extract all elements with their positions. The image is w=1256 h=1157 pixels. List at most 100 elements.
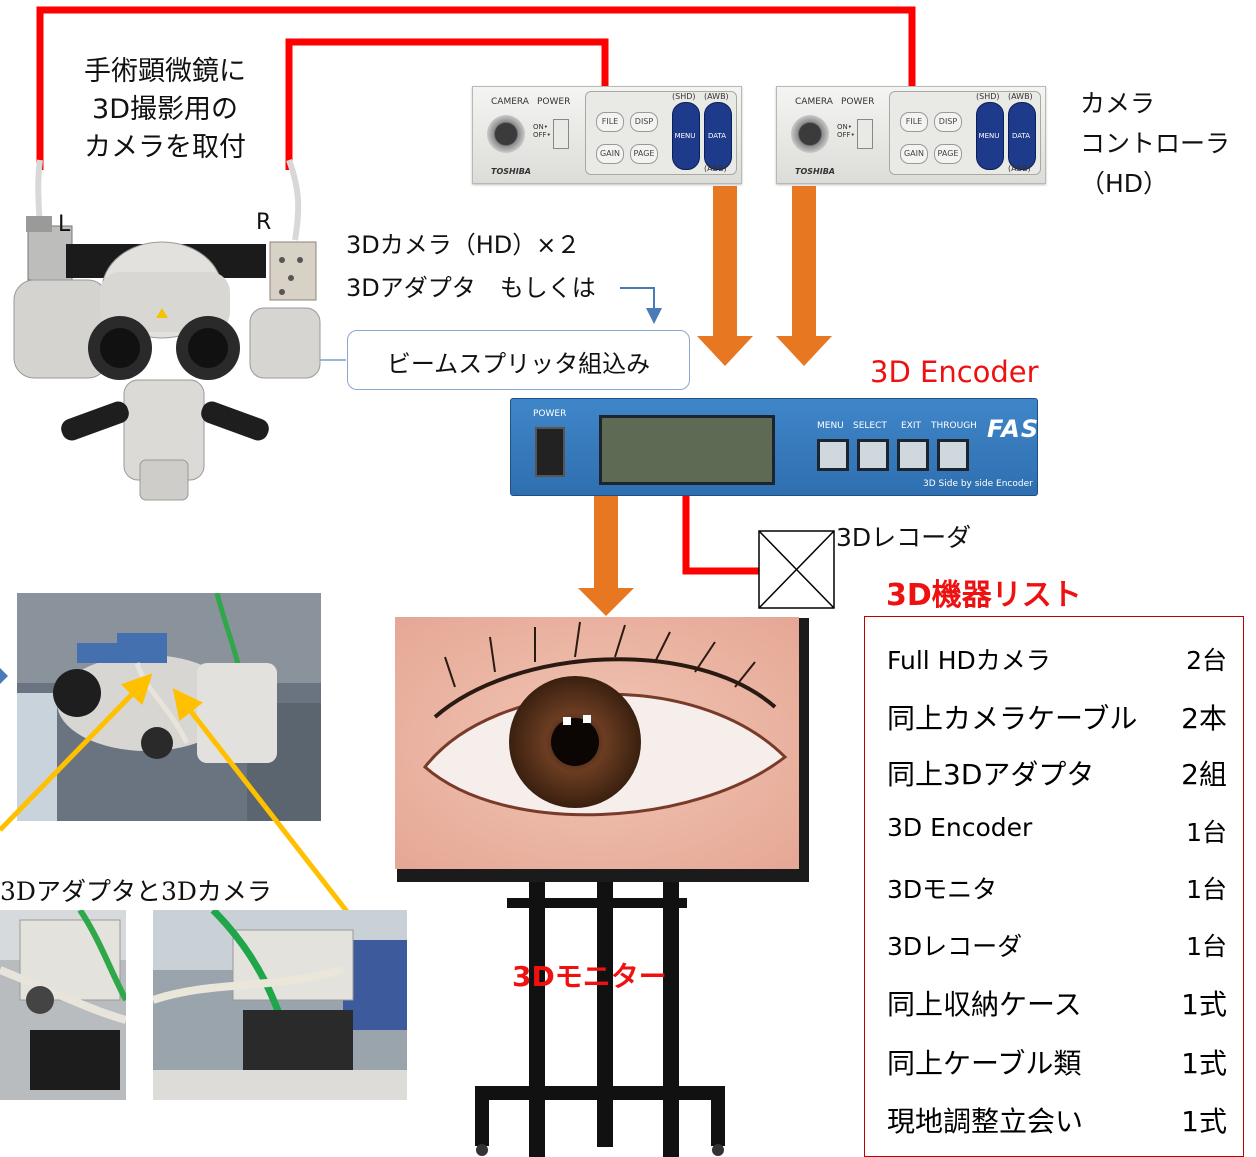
right-camera-label: R (256, 210, 272, 235)
camera-connector-icon (487, 115, 525, 153)
left-camera-cable (36, 6, 916, 170)
list-item: 同上ケーブル類 1式 (887, 1042, 1237, 1082)
microscope-caption: 手術顕微鏡に 3D撮影用の カメラを取付 (70, 53, 260, 167)
list-item: 現地調整立会い 1式 (887, 1100, 1237, 1140)
item-name: 同上カメラケーブル (887, 702, 1138, 735)
item-name: 現地調整立会い (887, 1105, 1084, 1138)
encoder-exit-button[interactable] (897, 439, 929, 471)
encoder-subtitle: 3D Side by side Encoder (923, 479, 1033, 489)
menu-rocker[interactable] (976, 102, 1004, 170)
encoder-power-switch[interactable] (535, 427, 565, 477)
adapter-caption: 3Dアダプタと3Dカメラ (0, 877, 272, 906)
list-item: 3Dモニタ 1台 (887, 870, 1237, 910)
beam-splitter-callout: ビームスプリッタ組込み (347, 330, 690, 390)
3d-encoder-device: POWER MENU SELECT EXIT THROUGH FASE 3D S… (510, 398, 1056, 496)
yellow-pointers (0, 673, 354, 920)
ccu-onoff-label: ON•OFF• (533, 123, 551, 139)
item-qty: 2本 (1181, 702, 1227, 735)
item-qty: 2台 (1186, 646, 1227, 675)
ccu-camera-label: CAMERA (491, 97, 529, 107)
ccu-button-panel: (SHD) (AWB) FILE DISP GAIN PAGE MENU DAT… (889, 91, 1041, 175)
item-name: 3Dモニタ (887, 875, 998, 904)
monitor-label: 3Dモニター (512, 960, 667, 993)
list-item: Full HDカメラ 2台 (887, 641, 1237, 681)
item-name: 同上ケーブル類 (887, 1047, 1082, 1080)
item-qty: 1式 (1181, 1047, 1227, 1080)
microscope-image (13, 216, 321, 501)
item-qty: 1台 (1186, 875, 1227, 904)
fase-logo: FASE (987, 415, 1057, 443)
item-name: 同上収納ケース (887, 988, 1082, 1021)
gain-button[interactable]: GAIN (596, 144, 624, 164)
controller-to-encoder-arrow-1 (697, 186, 753, 366)
camera-spec-line-1: 3Dカメラ（HD）×２ (346, 231, 581, 259)
equipment-list: Full HDカメラ 2台 同上カメラケーブル 2本 同上3Dアダプタ 2組 3… (864, 616, 1244, 1157)
ccu-power-label: POWER (537, 97, 571, 107)
adapter-photo-right (153, 910, 407, 1100)
controller-caption: カメラ コントローラ （HD） (1080, 84, 1230, 204)
microscope-caption-line: カメラを取付 (84, 132, 246, 163)
left-camera-label: L (58, 212, 71, 237)
data-rocker[interactable] (704, 102, 732, 170)
right-white-cable (286, 158, 302, 241)
gain-button[interactable]: GAIN (900, 144, 928, 164)
beam-splitter-pointer (620, 287, 662, 324)
menu-label: MENU (817, 421, 844, 431)
ccu-camera-label: CAMERA (795, 97, 833, 107)
select-label: SELECT (853, 421, 887, 431)
list-item: 3Dレコーダ 1台 (887, 927, 1237, 967)
microscope-caption-line: 手術顕微鏡に (84, 56, 246, 87)
right-camera-cable (285, 38, 609, 170)
ccu-onoff-label: ON•OFF• (837, 123, 855, 139)
disp-button[interactable]: DISP (630, 112, 658, 132)
item-name: 3D Encoder (887, 813, 1033, 842)
encoder-through-button[interactable] (937, 439, 969, 471)
data-rocker[interactable] (1008, 102, 1036, 170)
camera-connector-icon (791, 115, 829, 153)
encoder-select-button[interactable] (857, 439, 889, 471)
power-switch[interactable] (857, 119, 873, 149)
item-name: 3Dレコーダ (887, 932, 1023, 961)
camera-controller-2: CAMERA POWER ON•OFF• (SHD) (AWB) FILE DI… (776, 86, 1046, 184)
item-name: 同上3Dアダプタ (887, 758, 1095, 791)
file-button[interactable]: FILE (596, 112, 624, 132)
controller-caption-line: （HD） (1080, 169, 1169, 198)
recorder-box (758, 530, 835, 609)
menu-rocker[interactable] (672, 102, 700, 170)
ccu-power-label: POWER (841, 97, 875, 107)
equipment-list-title: 3D機器リスト (886, 578, 1082, 613)
adapter-photo-left (0, 910, 126, 1100)
page-button[interactable]: PAGE (630, 144, 658, 164)
item-qty: 1式 (1181, 988, 1227, 1021)
monitor-screen-eye-image (395, 617, 799, 869)
camera-controller-1: CAMERA POWER ON•OFF• (SHD) (AWB) FILE DI… (472, 86, 742, 184)
through-label: THROUGH (931, 421, 977, 431)
toshiba-logo: TOSHIBA (795, 167, 835, 176)
file-button[interactable]: FILE (900, 112, 928, 132)
encoder-lcd-display (599, 415, 775, 485)
item-qty: 1式 (1181, 1105, 1227, 1138)
controller-caption-line: コントローラ (1080, 129, 1231, 158)
recorder-label: 3Dレコーダ (836, 523, 972, 552)
item-qty: 2組 (1181, 758, 1227, 791)
controller-caption-line: カメラ (1080, 89, 1156, 118)
camera-spec-line-2: 3Dアダプタ もしくは (346, 274, 596, 302)
exit-label: EXIT (901, 421, 922, 431)
list-item: 同上カメラケーブル 2本 (887, 697, 1237, 737)
toshiba-logo: TOSHIBA (491, 167, 531, 176)
list-item: 3D Encoder 1台 (887, 813, 1237, 853)
disp-button[interactable]: DISP (934, 112, 962, 132)
ccu-button-panel: (SHD) (AWB) FILE DISP GAIN PAGE MENU DAT… (585, 91, 737, 175)
encoder-menu-button[interactable] (817, 439, 849, 471)
recorder-cable (682, 494, 760, 575)
item-name: Full HDカメラ (887, 646, 1051, 675)
encoder-to-monitor-arrow (578, 494, 634, 616)
page-button[interactable]: PAGE (934, 144, 962, 164)
list-item: 同上3Dアダプタ 2組 (887, 753, 1237, 793)
power-switch[interactable] (553, 119, 569, 149)
item-qty: 1台 (1186, 818, 1227, 847)
photo-pointer (0, 668, 8, 684)
encoder-power-label: POWER (533, 409, 567, 419)
item-qty: 1台 (1186, 932, 1227, 961)
